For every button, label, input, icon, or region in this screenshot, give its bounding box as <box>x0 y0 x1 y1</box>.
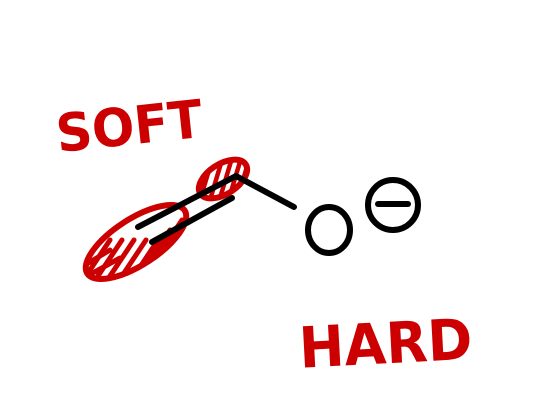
hard-label: HARD <box>297 308 474 383</box>
double-bond-upper <box>135 173 239 230</box>
orbital-lobe-large <box>74 191 198 293</box>
soft-label: SOFT <box>53 89 205 165</box>
p-orbital <box>74 151 254 293</box>
oxygen-atom <box>305 204 353 256</box>
soft-label-text: SOFT <box>53 89 205 165</box>
single-bond-to-oxygen <box>233 173 297 210</box>
molecule-bonds <box>135 173 297 245</box>
hard-label-text: HARD <box>297 308 474 383</box>
negative-charge-icon <box>365 177 421 233</box>
double-bond-lower <box>149 195 235 245</box>
